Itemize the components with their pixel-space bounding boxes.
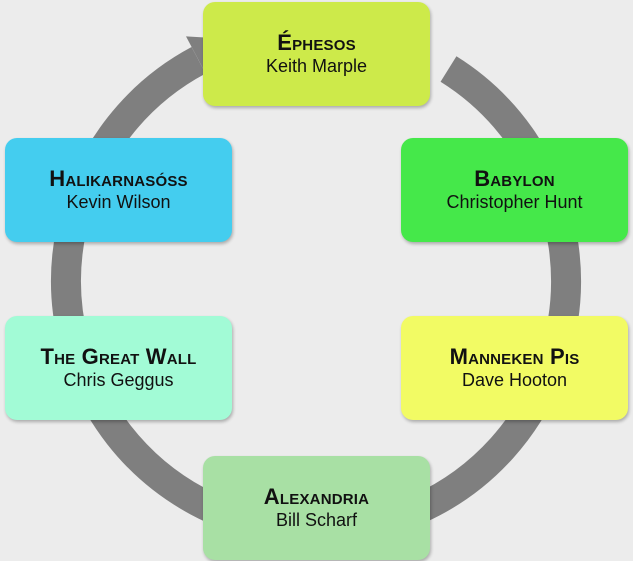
node-person: Dave Hooton <box>461 369 568 390</box>
node-babylon: Babylon Christopher Hunt <box>401 138 628 242</box>
node-person: Chris Geggus <box>63 369 174 390</box>
node-title: Alexandria <box>263 483 370 509</box>
node-alexandria: Alexandria Bill Scharf <box>203 456 430 560</box>
node-title: Manneken Pis <box>449 343 580 369</box>
node-person: Keith Marple <box>265 55 368 76</box>
node-person: Kevin Wilson <box>66 191 171 212</box>
node-halikarnasoss: Halikarnasóss Kevin Wilson <box>5 138 232 242</box>
node-manneken-pis: Manneken Pis Dave Hooton <box>401 316 628 420</box>
node-person: Christopher Hunt <box>446 191 583 212</box>
node-great-wall: The Great Wall Chris Geggus <box>5 316 232 420</box>
node-ephesos: Éphesos Keith Marple <box>203 2 430 106</box>
node-title: Éphesos <box>277 29 356 55</box>
node-title: Halikarnasóss <box>49 165 188 191</box>
node-title: Babylon <box>474 165 555 191</box>
node-person: Bill Scharf <box>275 509 358 530</box>
node-title: The Great Wall <box>40 343 197 369</box>
